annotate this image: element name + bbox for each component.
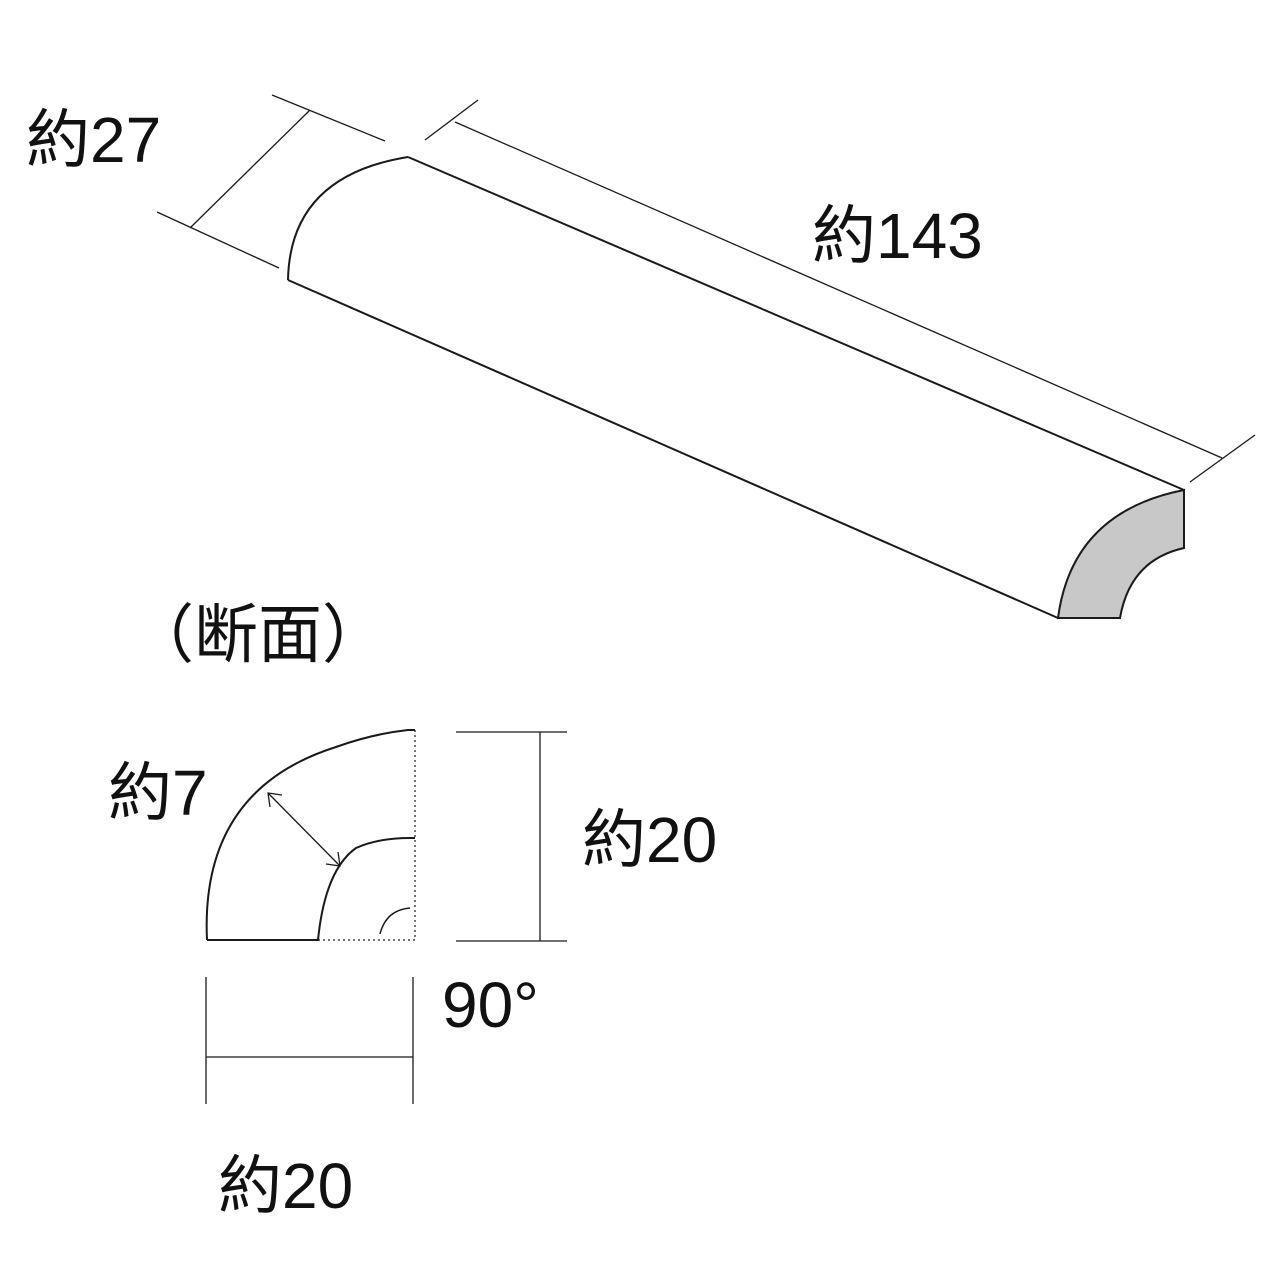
label-width-bottom: 約20 [218, 1150, 353, 1222]
dim-thickness [267, 792, 341, 867]
label-width-top: 約27 [26, 104, 161, 176]
dim-width-bottom [205, 977, 414, 1104]
label-height: 約20 [582, 804, 717, 876]
label-section-title: （断面） [130, 599, 386, 671]
outer-profile [205, 729, 415, 941]
top-edge [407, 156, 1185, 491]
bottom-edge [287, 279, 1059, 619]
label-length: 約143 [812, 200, 983, 272]
dim-height [456, 731, 567, 942]
center-arc [379, 907, 411, 935]
cross-section [205, 729, 415, 941]
near-end-arc [287, 156, 409, 281]
trim-piece-3d [287, 156, 1185, 619]
label-angle: 90° [442, 969, 539, 1041]
inner-profile [207, 837, 415, 941]
dim-length [424, 99, 1256, 483]
dim-width-top [156, 94, 386, 269]
section-construction [318, 730, 416, 941]
end-face [1056, 488, 1185, 619]
label-thickness: 約7 [108, 757, 208, 829]
